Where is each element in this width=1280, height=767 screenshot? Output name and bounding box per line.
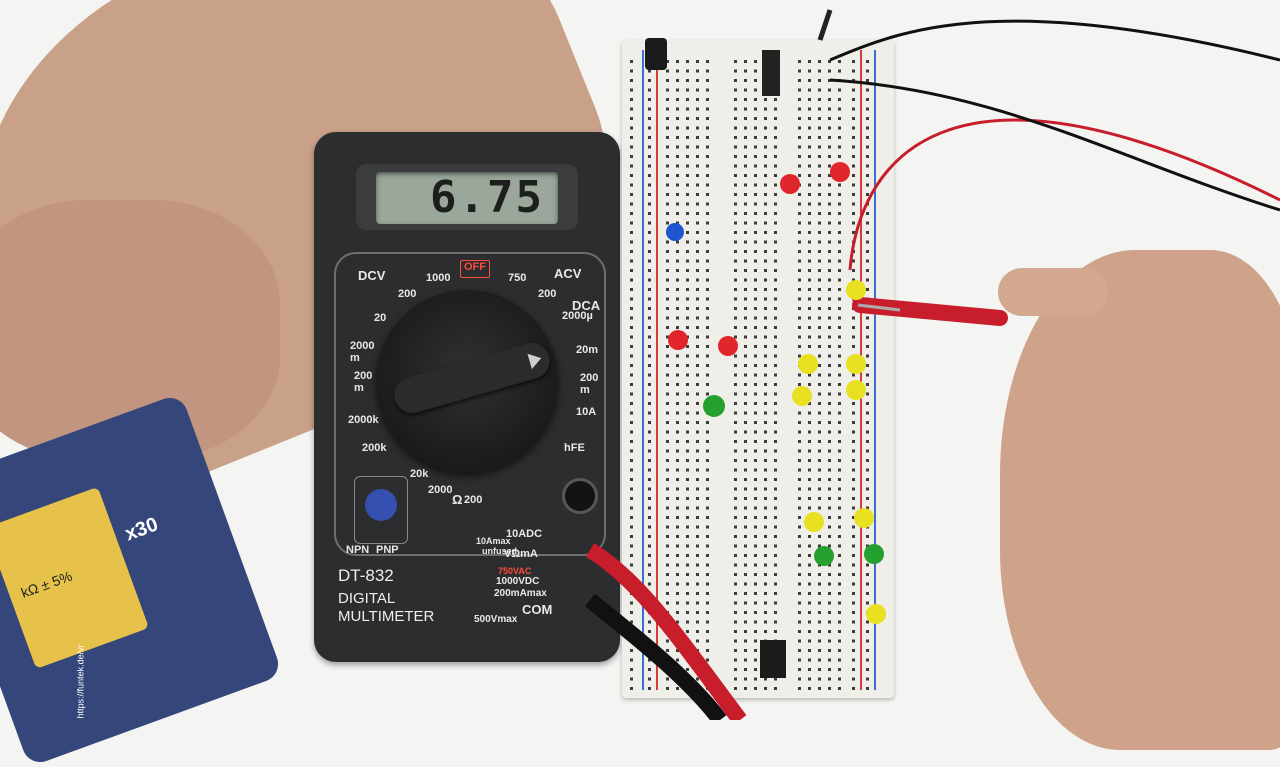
label-2000: 2000 [428,484,453,496]
hfe-socket[interactable] [365,489,397,521]
title-line-2: MULTIMETER [338,608,435,625]
label-unfused: unfused [482,546,517,556]
label-npn: NPN [346,544,370,556]
hand [1000,250,1280,750]
dial-knob[interactable] [390,338,554,418]
label-10a: 10A [576,406,597,418]
label-200-dcv: 200 [398,288,417,300]
breadboard-holes [630,60,869,690]
label-1000vdc: 1000VDC [496,576,540,587]
dial-panel [334,252,606,556]
label-200mamax: 200mAmax [494,588,547,599]
label-hfe: hFE [564,442,585,454]
label-dcv: DCV [358,268,386,283]
model-name: DT-832 [338,566,394,585]
led-group [666,162,886,624]
label-vohm: VΩmA [504,548,538,560]
label-ohm: Ω [452,492,463,507]
label-500vmax: 500Vmax [474,614,518,625]
rail-red-left [656,50,658,690]
off-box [460,260,490,278]
label-200: 200 [464,494,483,506]
label-2000k: 2000k [348,414,379,426]
label-dca: DCA [572,298,601,313]
label-200k: 200k [362,442,387,454]
label-10adc: 10ADC [506,528,543,540]
rail-blue-right [874,50,876,690]
label-acv: ACV [554,266,582,281]
title-line-1: DIGITAL [338,590,396,607]
multimeter: 6.75 DCV 1000 OFF 750 ACV 200 200 20 DCA… [314,132,620,662]
label-1000: 1000 [426,272,451,284]
label-200-acv: 200 [538,288,557,300]
label-2000m: 2000 m [350,340,375,364]
label-750vac: 750VAC [498,566,532,576]
label-20m: 20m [576,344,599,356]
label-2000u: 2000µ [562,310,593,322]
lcd-bezel: 6.75 [356,164,578,230]
label-20k: 20k [410,468,429,480]
label-com: COM [522,602,553,617]
lcd-display: 6.75 [376,172,558,224]
label-off: OFF [464,261,486,273]
label-20: 20 [374,312,387,324]
label-750: 750 [508,272,527,284]
transistor-socket [354,476,408,544]
finger [998,268,1108,316]
label-pnp: PNP [376,544,399,556]
label-200m-dca: 200 m [580,372,599,396]
display-reading: 6.75 [430,172,544,223]
label-10amax: 10Amax [476,536,511,546]
components-overlay [585,9,1280,720]
label-200m: 200 m [354,370,373,394]
jack-10a[interactable] [562,478,598,514]
rail-blue-left [642,50,644,690]
